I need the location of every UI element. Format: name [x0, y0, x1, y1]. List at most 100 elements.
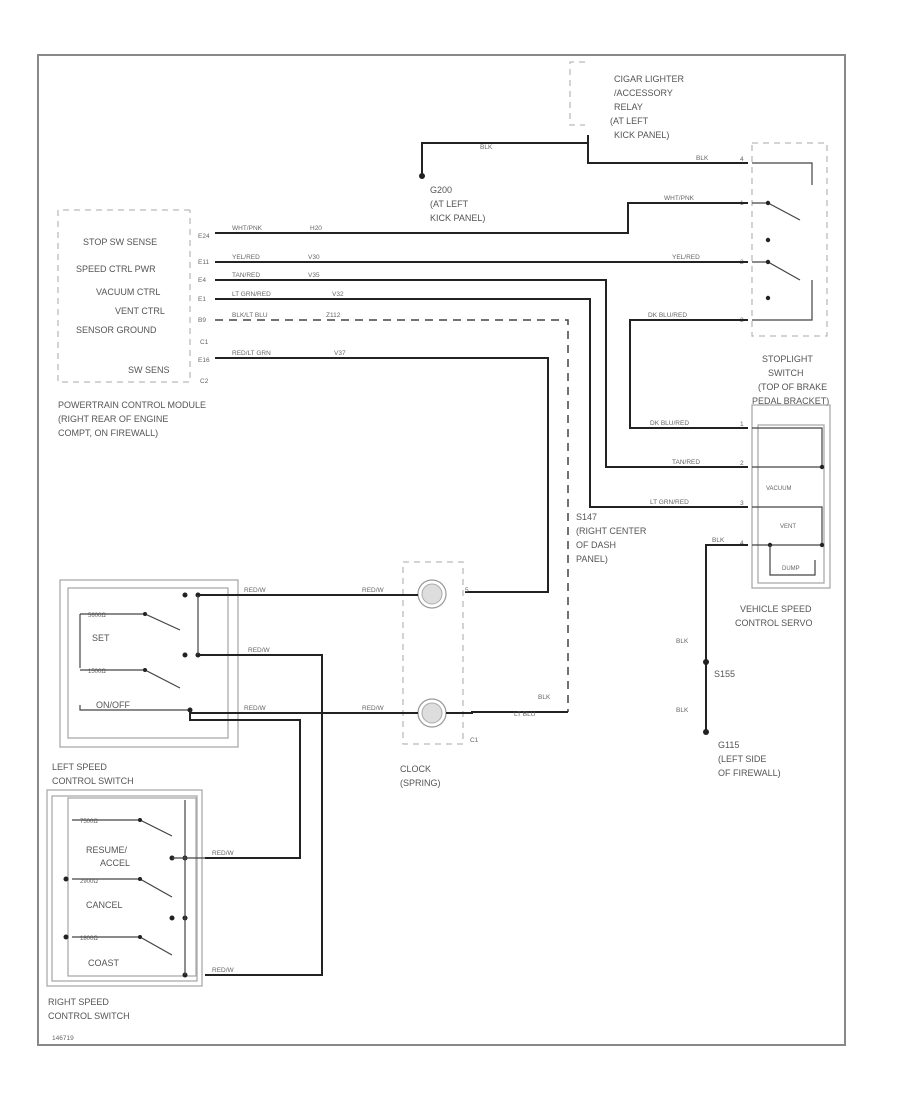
pcm-connector-c2: C2	[200, 378, 209, 385]
right-switch-resistor-1: 7500Ω	[80, 819, 98, 825]
g200-label-3: KICK PANEL)	[430, 213, 485, 223]
servo-wire-tan-red: TAN/RED	[672, 459, 700, 466]
g200-ground-dot	[419, 173, 425, 179]
clock-wire-upper: RED/W	[362, 587, 385, 594]
clock-wire-lt-blu: LT BLU	[514, 711, 536, 718]
stoplight-caption-2: SWITCH	[768, 368, 804, 378]
wire-relay-g200	[421, 135, 589, 175]
cigar-lighter-relay: CIGAR LIGHTER /ACCESSORY RELAY (AT LEFT …	[569, 61, 685, 140]
clock-wire-mid: RED/W	[244, 705, 267, 712]
g115-label-2: (LEFT SIDE	[718, 754, 766, 764]
pcm-label-speed-ctrl: SPEED CTRL PWR	[76, 264, 156, 274]
left-switch-wire-2: RED/W	[248, 647, 271, 654]
clock-pin-5: 5	[465, 587, 469, 594]
right-switch-label-cancel: CANCEL	[86, 900, 123, 910]
clock-wire-blk: BLK	[538, 694, 551, 701]
servo-pin-3: 3	[740, 500, 744, 507]
servo-label-vacuum: VACUUM	[766, 486, 792, 492]
wire-relay-stoplight	[587, 135, 748, 164]
wire-vent-ctrl	[215, 298, 748, 508]
right-switch-wire-1: RED/W	[212, 850, 235, 857]
servo-wire-blk: BLK	[712, 537, 725, 544]
left-switch-resistor-2: 1500Ω	[88, 669, 106, 675]
relay-label-2: /ACCESSORY	[614, 88, 673, 98]
servo-wire-lt-grn-red: LT GRN/RED	[650, 499, 689, 506]
stoplight-pin-4: 4	[740, 156, 744, 163]
wire-label-yel-red: YEL/RED	[232, 254, 260, 261]
stoplight-caption-3: (TOP OF BRAKE	[758, 382, 827, 392]
wire-label-red-lt-grn: RED/LT GRN	[232, 350, 271, 357]
relay-label-5: KICK PANEL)	[614, 130, 669, 140]
pcm-label-vacuum: VACUUM CTRL	[96, 287, 160, 297]
wire-sw-sens	[215, 357, 549, 593]
ckt-label-v37: V37	[334, 350, 346, 357]
left-switch-resistor-1: 5600Ω	[88, 613, 106, 619]
pcm-label-sensor-ground: SENSOR GROUND	[76, 325, 157, 335]
pcm-pin-e24: E24	[198, 233, 210, 240]
servo-label-vent: VENT	[780, 524, 796, 530]
right-switch-wire-2: RED/W	[212, 967, 235, 974]
left-switch-caption-1: LEFT SPEED	[52, 762, 107, 772]
wire-left-switch-to-clock-lower	[189, 710, 301, 859]
stoplight-wire-blk: BLK	[696, 155, 709, 162]
servo-wire-dk-blu-red: DK BLU/RED	[650, 420, 689, 427]
ckt-label-h20: H20	[310, 225, 322, 232]
clock-label-1: CLOCK	[400, 764, 431, 774]
powertrain-control-module: STOP SW SENSE SPEED CTRL PWR VACUUM CTRL…	[57, 209, 210, 438]
g200-label-1: G200	[430, 185, 452, 195]
right-switch-caption-2: CONTROL SWITCH	[48, 1011, 130, 1021]
servo-caption-2: CONTROL SERVO	[735, 618, 813, 628]
servo-caption-1: VEHICLE SPEED	[740, 604, 812, 614]
ckt-label-v35: V35	[308, 272, 320, 279]
s147-label-4: PANEL)	[576, 554, 608, 564]
servo-pin-1: 1	[740, 421, 744, 428]
stoplight-switch: 4 1 2 3 STOPLIGHT SWITCH (TOP OF BRAKE P…	[740, 142, 829, 406]
left-switch-label-set: SET	[92, 633, 110, 643]
s147-label-1: S147	[576, 512, 597, 522]
right-switch-resistor-2: 2900Ω	[80, 879, 98, 885]
wire-sensor-ground	[215, 319, 569, 712]
pcm-pin-e1: E1	[198, 296, 206, 303]
s155-wire-lower: BLK	[676, 707, 689, 714]
left-switch-caption-2: CONTROL SWITCH	[52, 776, 134, 786]
pcm-caption-2: (RIGHT REAR OF ENGINE	[58, 414, 168, 424]
ckt-label-z112: Z112	[326, 312, 341, 319]
right-switch-label-coast: COAST	[88, 958, 120, 968]
servo-pin-4: 4	[740, 540, 744, 547]
stoplight-wire-dk-blu-red: DK BLU/RED	[648, 312, 687, 319]
wire-label-lt-grn-red: LT GRN/RED	[232, 291, 271, 298]
s147-label-3: OF DASH	[576, 540, 616, 550]
diagram-frame	[37, 54, 846, 1046]
right-switch-label-accel: ACCEL	[100, 858, 130, 868]
g115-ground-dot	[703, 729, 709, 735]
wire-servo-ground	[705, 544, 748, 730]
left-switch-label-onoff: ON/OFF	[96, 700, 130, 710]
clock-wire-lower: RED/W	[362, 705, 385, 712]
stoplight-wire-yel-red: YEL/RED	[672, 254, 700, 261]
pcm-connector-c1: C1	[200, 339, 209, 346]
right-switch-caption-1: RIGHT SPEED	[48, 997, 109, 1007]
figure-id: 146719	[52, 1035, 74, 1042]
s155-wire-upper: BLK	[676, 638, 689, 645]
clock-connector-c1: C1	[470, 737, 479, 744]
wire-stoplight-servo	[629, 319, 748, 429]
ckt-label-v32: V32	[332, 291, 344, 298]
right-speed-control-switch: 7500Ω 2900Ω 1800Ω RESUME/ ACCEL CANCEL C…	[46, 789, 205, 1021]
ckt-label-v30: V30	[308, 254, 320, 261]
pcm-pin-e11: E11	[198, 259, 209, 266]
pcm-label-stop-sw: STOP SW SENSE	[83, 237, 157, 247]
wire-clock-ground	[446, 711, 568, 714]
right-switch-resistor-3: 1800Ω	[80, 936, 98, 942]
clock-label-2: (SPRING)	[400, 778, 441, 788]
g200-label-2: (AT LEFT	[430, 199, 469, 209]
servo-pin-2: 2	[740, 460, 744, 467]
stoplight-caption-1: STOPLIGHT	[762, 354, 813, 364]
pcm-label-vent: VENT CTRL	[115, 306, 165, 316]
wire-label-wht-pnk: WHT/PNK	[232, 225, 263, 232]
g115-label-1: G115	[718, 740, 739, 750]
pcm-pin-b9: B9	[198, 317, 206, 324]
pcm-pin-e16: E16	[198, 357, 210, 364]
s155-label: S155	[714, 669, 735, 679]
wire-label-tan-red: TAN/RED	[232, 272, 260, 279]
